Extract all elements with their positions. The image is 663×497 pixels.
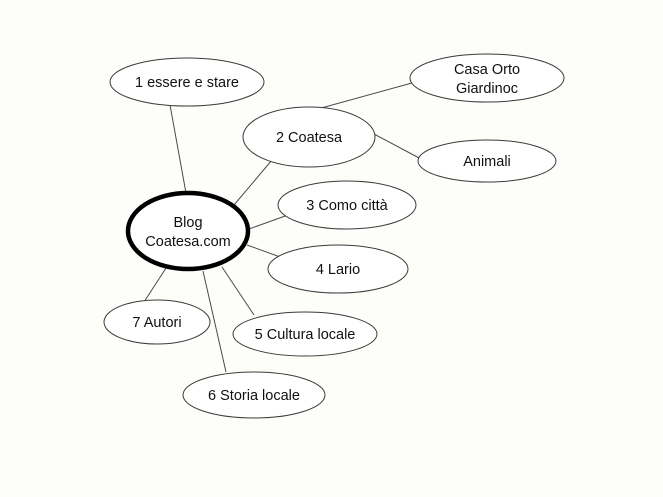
node-ellipse-root[interactable] [125, 190, 251, 272]
edge-root-to-node7 [143, 264, 169, 303]
node-casa-orto-giardinoc[interactable]: Casa Orto Giardinoc [409, 53, 565, 103]
node-ellipse-8[interactable] [409, 53, 565, 103]
node-root-blog-coatesa[interactable]: Blog Coatesa.com [125, 190, 251, 272]
edge-node2-to-node9 [373, 133, 422, 160]
node-label-3: 3 Como città [306, 198, 388, 214]
node-ellipse-9[interactable] [417, 139, 557, 183]
edge-root-to-node2 [233, 159, 273, 206]
node-1-essere-e-stare[interactable]: 1 essere e stare [109, 57, 265, 107]
edge-group [143, 82, 422, 373]
edge-root-to-node6 [202, 270, 227, 373]
node-ellipse-2[interactable] [242, 106, 376, 168]
node-6-storia-locale[interactable]: 6 Storia locale [182, 371, 326, 419]
edge-root-to-node3 [248, 214, 289, 230]
node-ellipse-5[interactable] [232, 311, 378, 357]
node-ellipse-7[interactable] [103, 299, 211, 345]
node-3-como-citta[interactable]: 3 Como città [277, 180, 417, 230]
node-ellipse-4[interactable] [267, 244, 409, 294]
node-label-root-line2: Coatesa.com [145, 234, 230, 250]
edge-root-to-node1 [169, 104, 187, 194]
node-label-7: 7 Autori [132, 315, 181, 331]
node-label-1: 1 essere e stare [135, 75, 239, 91]
node-ellipse-3[interactable] [277, 180, 417, 230]
node-label-4: 4 Lario [316, 262, 360, 278]
node-label-root-line1: Blog [173, 215, 202, 231]
edge-root-to-node5 [221, 266, 255, 316]
node-ellipse-1[interactable] [109, 57, 265, 107]
node-label-6: 6 Storia locale [208, 388, 300, 404]
edge-root-to-node4 [246, 244, 284, 259]
node-2-coatesa[interactable]: 2 Coatesa [242, 106, 376, 168]
node-4-lario[interactable]: 4 Lario [267, 244, 409, 294]
node-label-8-line1: Casa Orto [454, 62, 520, 78]
node-7-autori[interactable]: 7 Autori [103, 299, 211, 345]
node-label-9: Animali [463, 154, 511, 170]
node-animali[interactable]: Animali [417, 139, 557, 183]
node-label-2: 2 Coatesa [276, 130, 343, 146]
node-ellipse-6[interactable] [182, 371, 326, 419]
node-label-5: 5 Cultura locale [255, 327, 356, 343]
node-label-8-line2: Giardinoc [456, 81, 518, 97]
edge-node2-to-node8 [313, 82, 413, 111]
node-5-cultura-locale[interactable]: 5 Cultura locale [232, 311, 378, 357]
